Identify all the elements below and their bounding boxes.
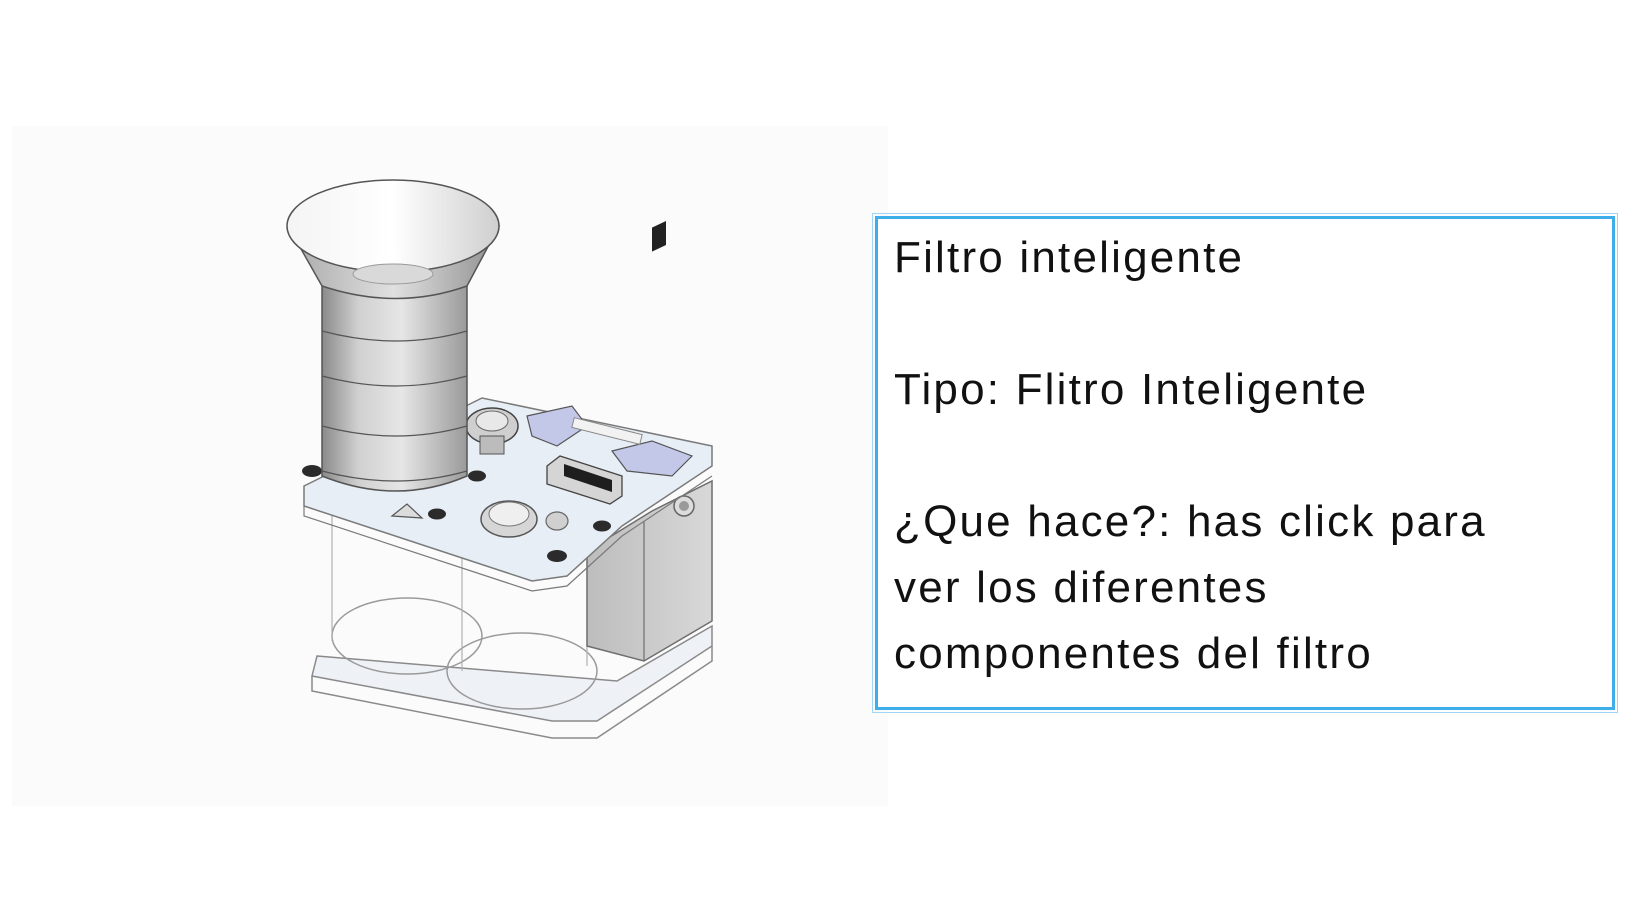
spacer — [894, 291, 1598, 357]
component-info-box: Filtro inteligente Tipo: Flitro Intelige… — [872, 213, 1618, 713]
filter-3d-model-illustration[interactable] — [12, 126, 888, 806]
spacer — [894, 423, 1598, 489]
info-type: Tipo: Flitro Inteligente — [894, 365, 1369, 414]
info-title: Filtro inteligente — [894, 233, 1245, 282]
info-description-line-2: ver los diferentes — [894, 563, 1269, 612]
info-description-line-3: componentes del filtro — [894, 629, 1373, 678]
filter-3d-model-view[interactable] — [12, 126, 888, 806]
info-description-line-1: ¿Que hace?: has click para — [894, 497, 1487, 546]
